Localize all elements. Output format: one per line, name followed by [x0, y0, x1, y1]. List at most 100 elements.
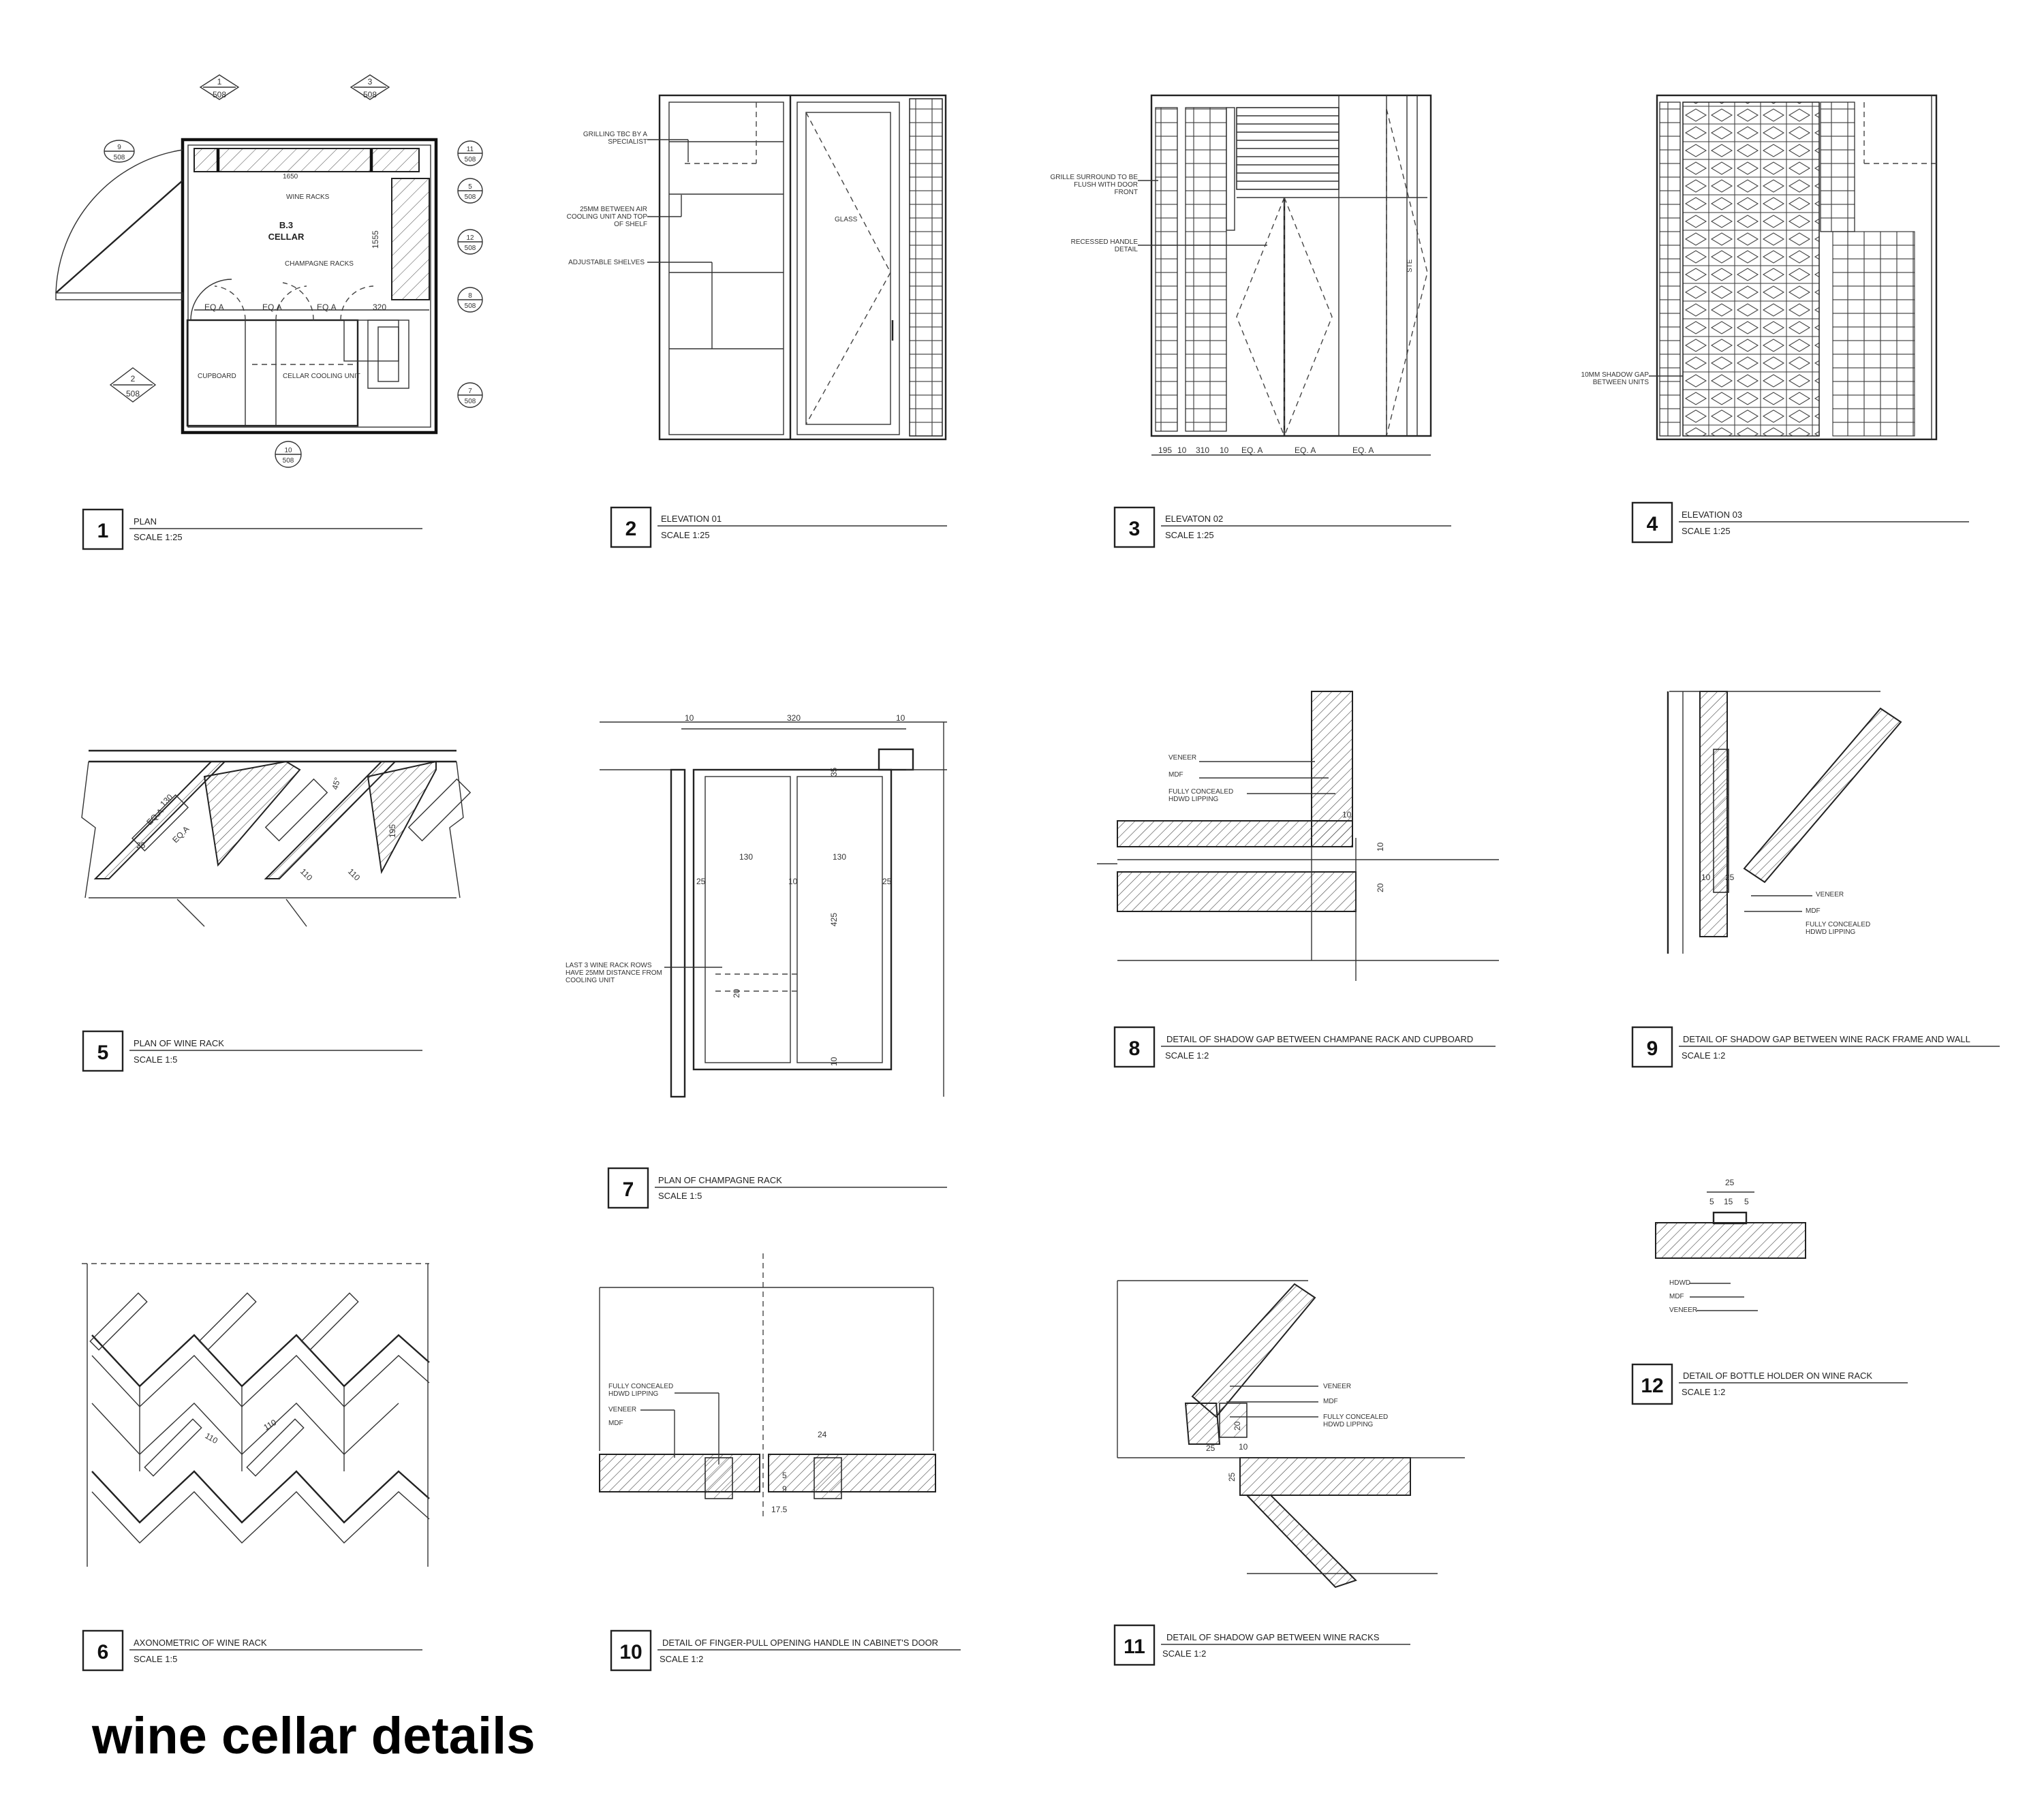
dim-eqa-3: EQ.A [317, 302, 337, 312]
dim-10bot: 10 [829, 1057, 839, 1066]
dim-eqa-1: EQ.A [204, 302, 224, 312]
note-air-gap: 25MM BETWEEN AIR COOLING UNIT AND TOP OF… [567, 206, 647, 228]
dim-10b: 10 [1220, 445, 1229, 455]
svg-text:1: 1 [217, 77, 222, 87]
svg-text:508: 508 [114, 154, 125, 161]
drawing-title: DETAIL OF SHADOW GAP BETWEEN WINE RACK F… [1683, 1034, 1970, 1044]
section-tag-3: 3 508 [350, 74, 390, 100]
note-handle: RECESSED HANDLE DETAIL [1071, 238, 1138, 253]
drawing-scale: SCALE 1:2 [1165, 1050, 1209, 1061]
dim-195: 195 [1158, 445, 1172, 455]
section-tag-2: 2 508 [109, 367, 157, 403]
drawing-number: 3 [1129, 518, 1141, 540]
drawing-title: AXONOMETRIC OF WINE RACK [134, 1638, 267, 1648]
drawing-number: 2 [625, 518, 637, 540]
svg-text:508: 508 [465, 398, 476, 405]
label-mdf: MDF [1168, 771, 1183, 779]
label-lipping: FULLY CONCEALED HDWD LIPPING [1323, 1413, 1388, 1428]
svg-text:508: 508 [465, 156, 476, 163]
label-veneer: VENEER [1168, 754, 1196, 762]
drawing-title: DETAIL OF BOTTLE HOLDER ON WINE RACK [1683, 1371, 1872, 1381]
dim-110a: 110 [298, 866, 315, 883]
drawing-scale: SCALE 1:25 [1682, 526, 1731, 536]
drawing-title: ELEVATON 02 [1165, 514, 1223, 524]
dim-425: 425 [829, 913, 839, 926]
svg-text:2: 2 [131, 374, 136, 384]
detail-10-drawing: 24 17.5 9 5 FULLY CONCEALED HDWD LIPPING… [599, 1253, 936, 1519]
dim-24: 24 [818, 1430, 827, 1439]
dim-320: 320 [787, 713, 801, 723]
drawing-title: PLAN OF CHAMPAGNE RACK [658, 1175, 782, 1185]
dim-195: 195 [388, 824, 397, 838]
svg-text:508: 508 [465, 193, 476, 201]
drawing-title: ELEVATION 03 [1682, 510, 1742, 520]
dim-10a: 10 [1177, 445, 1187, 455]
dim-eqa-2: EQ.A [262, 302, 282, 312]
cupboard-label: CUPBOARD [198, 373, 236, 380]
dim-35: 35 [829, 767, 839, 777]
svg-text:10: 10 [284, 447, 292, 454]
title-block-1: 1 PLAN SCALE 1:25 [82, 508, 422, 550]
drawing-number: 9 [1647, 1037, 1658, 1060]
dim-ste: STE [1406, 259, 1414, 272]
detail-8-drawing: VENEER MDF FULLY CONCEALED HDWD LIPPING … [1097, 691, 1499, 981]
dim-17-5: 17.5 [771, 1505, 788, 1514]
drawing-number: 6 [97, 1641, 109, 1663]
dim-5: 5 [782, 1471, 787, 1480]
dim-5b: 5 [1744, 1197, 1749, 1206]
drawing-scale: SCALE 1:25 [1165, 530, 1214, 540]
label-mdf: MDF [1806, 907, 1821, 915]
drawing-scale: SCALE 1:2 [1162, 1648, 1206, 1659]
svg-text:508: 508 [465, 302, 476, 310]
drawing-scale: SCALE 1:25 [661, 530, 710, 540]
label-veneer: VENEER [1816, 891, 1844, 898]
svg-text:8: 8 [468, 292, 472, 300]
drawing-number: 7 [623, 1178, 634, 1201]
dim-eqa-c: EQ. A [1352, 445, 1374, 455]
drawing-scale: SCALE 1:25 [134, 532, 183, 542]
dim-110b: 110 [346, 866, 362, 883]
dim-eqa-a: EQ. A [1241, 445, 1263, 455]
dim-25: 25 [1725, 1178, 1735, 1187]
dim-25b: 25 [882, 877, 892, 886]
label-veneer: VENEER [608, 1406, 636, 1413]
dim-20: 20 [1233, 1421, 1242, 1430]
dim-10: 10 [1239, 1442, 1248, 1452]
dim-10b: 10 [1376, 842, 1385, 851]
champagne-rack-plan-drawing: 10 320 10 130 130 25 10 25 35 425 10 20 … [566, 713, 947, 1098]
dim-130a: 130 [739, 852, 753, 862]
section-tag-7: 7 508 [457, 382, 483, 408]
drawing-scale: SCALE 1:2 [660, 1654, 703, 1664]
note-glass: GLASS [835, 216, 858, 223]
dim-eqa-y: EQ.A [170, 824, 191, 845]
dim-310: 310 [1196, 445, 1209, 455]
label-lipping: FULLY CONCEALED HDWD LIPPING [1168, 788, 1233, 803]
note-last-rows: LAST 3 WINE RACK ROWS HAVE 25MM DISTANCE… [566, 962, 662, 984]
zigzag-bottom [91, 1470, 430, 1544]
drawing-number: 10 [619, 1641, 642, 1663]
drawing-title: DETAIL OF FINGER-PULL OPENING HANDLE IN … [662, 1638, 938, 1648]
section-tag-1: 1 508 [199, 74, 240, 100]
label-hdwd: HDWD [1669, 1279, 1690, 1287]
label-veneer: VENEER [1669, 1307, 1697, 1314]
dim-10: 10 [1701, 873, 1711, 882]
label-mdf: MDF [608, 1420, 623, 1427]
dim-110b: 110 [262, 1418, 279, 1433]
svg-text:12: 12 [466, 234, 474, 242]
wine-rack-plan-drawing: 130 25 EQ.A EQ.A 110 110 195 45° [81, 749, 471, 927]
drawing-title: DETAIL OF SHADOW GAP BETWEEN WINE RACKS [1166, 1632, 1380, 1642]
drawing-title: ELEVATION 01 [661, 514, 722, 524]
dim-9: 9 [782, 1484, 787, 1494]
bottle-slots [89, 1292, 359, 1477]
section-tag-11: 11 508 [457, 140, 483, 166]
title-block-6: 6 AXONOMETRIC OF WINE RACK SCALE 1:5 [82, 1629, 422, 1672]
dim-1650: 1650 [283, 173, 298, 181]
title-block-5: 5 PLAN OF WINE RACK SCALE 1:5 [82, 1030, 422, 1072]
drawing-scale: SCALE 1:5 [134, 1054, 177, 1065]
drawing-title: DETAIL OF SHADOW GAP BETWEEN CHAMPANE RA… [1166, 1034, 1473, 1044]
drawing-scale: SCALE 1:2 [1682, 1387, 1725, 1397]
detail-12-drawing: 25 5 15 5 HDWD MDF VENEER [1655, 1178, 1806, 1314]
zigzag-top [91, 1334, 430, 1407]
svg-text:508: 508 [465, 245, 476, 252]
